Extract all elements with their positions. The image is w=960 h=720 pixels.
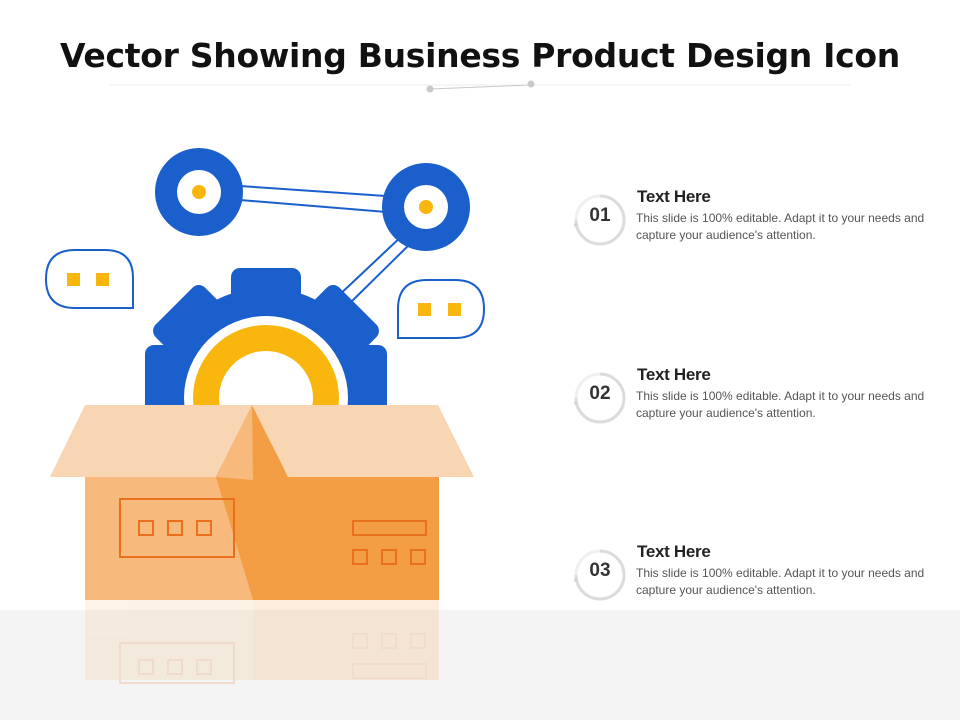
item-number: 01 xyxy=(589,205,611,226)
chat-bubble-icon xyxy=(397,279,486,339)
product-box-icon xyxy=(50,405,474,600)
chat-bubble-icon xyxy=(44,249,134,309)
item-number: 03 xyxy=(589,560,611,581)
item-heading: Text Here xyxy=(637,365,711,384)
item-heading: Text Here xyxy=(637,187,711,206)
network-nodes-icon xyxy=(155,148,470,306)
box-reflection xyxy=(85,600,439,684)
floor-band xyxy=(0,610,960,720)
list-item: 02 Text Here This slide is 100% editable… xyxy=(570,365,930,438)
list-item: 01 Text Here This slide is 100% editable… xyxy=(570,187,930,260)
number-ring xyxy=(574,194,626,246)
product-design-illustration xyxy=(44,148,486,684)
number-ring xyxy=(574,549,626,601)
item-number: 02 xyxy=(589,383,611,404)
title-divider xyxy=(110,80,850,93)
list-item: 03 Text Here This slide is 100% editable… xyxy=(570,542,930,615)
page-title: Vector Showing Business Product Design I… xyxy=(60,36,900,75)
item-body: This slide is 100% editable. Adapt it to… xyxy=(636,566,925,597)
item-heading: Text Here xyxy=(637,542,711,561)
item-body: This slide is 100% editable. Adapt it to… xyxy=(636,211,925,242)
item-body: This slide is 100% editable. Adapt it to… xyxy=(636,389,925,420)
number-ring xyxy=(574,372,626,424)
